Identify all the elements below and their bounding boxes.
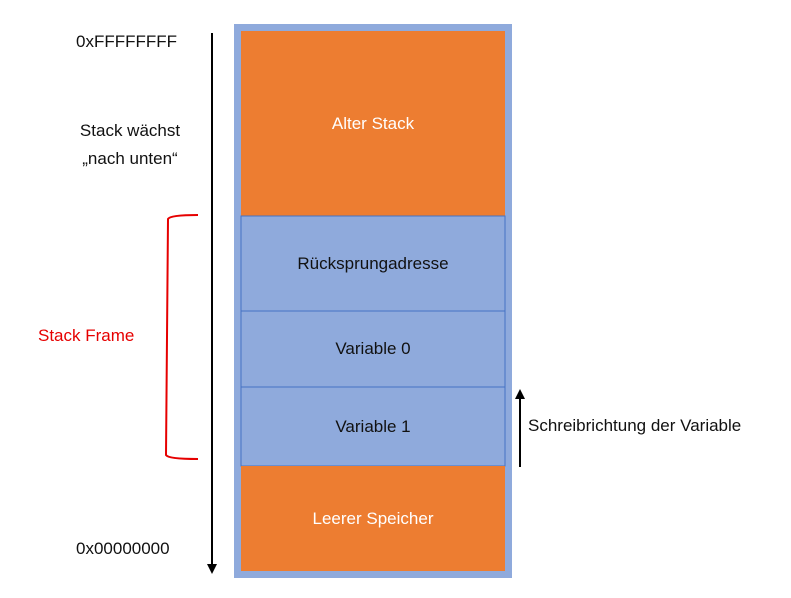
block-leerer-speicher [241, 466, 505, 571]
block-variable-1-label: Variable 1 [335, 416, 411, 436]
write-direction-label: Schreibrichtung der Variable [528, 416, 742, 435]
address-bottom-label: 0x00000000 [76, 539, 170, 558]
block-variable-0 [240, 310, 506, 388]
growth-label-line1: Stack wächst [79, 121, 181, 140]
block-variable-1 [240, 386, 506, 467]
block-leerer-speicher-label: Leerer Speicher [312, 508, 434, 528]
stack-frame-bracket [164, 214, 199, 460]
write-direction-arrow-head [515, 389, 525, 399]
growth-label-line2: „nach unten“ [82, 149, 178, 168]
block-alter-stack [241, 31, 505, 216]
block-variable-0-label: Variable 0 [335, 339, 411, 358]
block-ruecksprungadresse-label: Rücksprungadresse [297, 253, 449, 273]
growth-direction-label: Stack wächst „nach unten“ [50, 117, 210, 173]
address-top-label: 0xFFFFFFFF [76, 32, 178, 51]
growth-arrow-head [207, 564, 217, 574]
block-alter-stack-label: Alter Stack [331, 113, 415, 133]
stack-frame-label: Stack Frame [38, 326, 135, 345]
